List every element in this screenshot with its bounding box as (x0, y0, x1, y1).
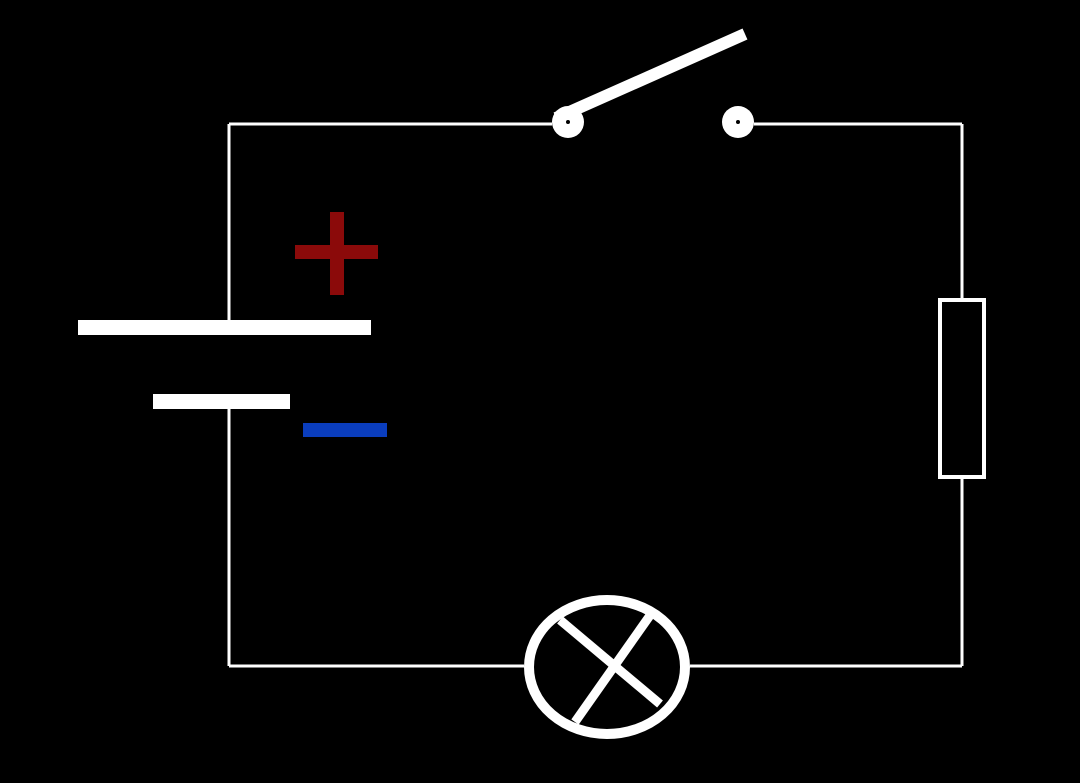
battery-negative-plate (153, 394, 290, 409)
wires (227, 122, 964, 668)
lamp-cross-b (571, 611, 655, 725)
minus-sign-icon (303, 423, 387, 437)
lamp-icon (524, 595, 690, 739)
switch-pivot-dot (566, 120, 570, 124)
switch-contact-dot (736, 120, 740, 124)
lamp-circle (524, 595, 690, 739)
lamp-cross-a (557, 616, 663, 708)
switch (552, 28, 754, 138)
resistor (938, 298, 986, 479)
battery-positive-plate (78, 320, 371, 335)
plus-sign-icon (295, 212, 378, 295)
battery (78, 320, 371, 409)
switch-lever (553, 28, 748, 124)
